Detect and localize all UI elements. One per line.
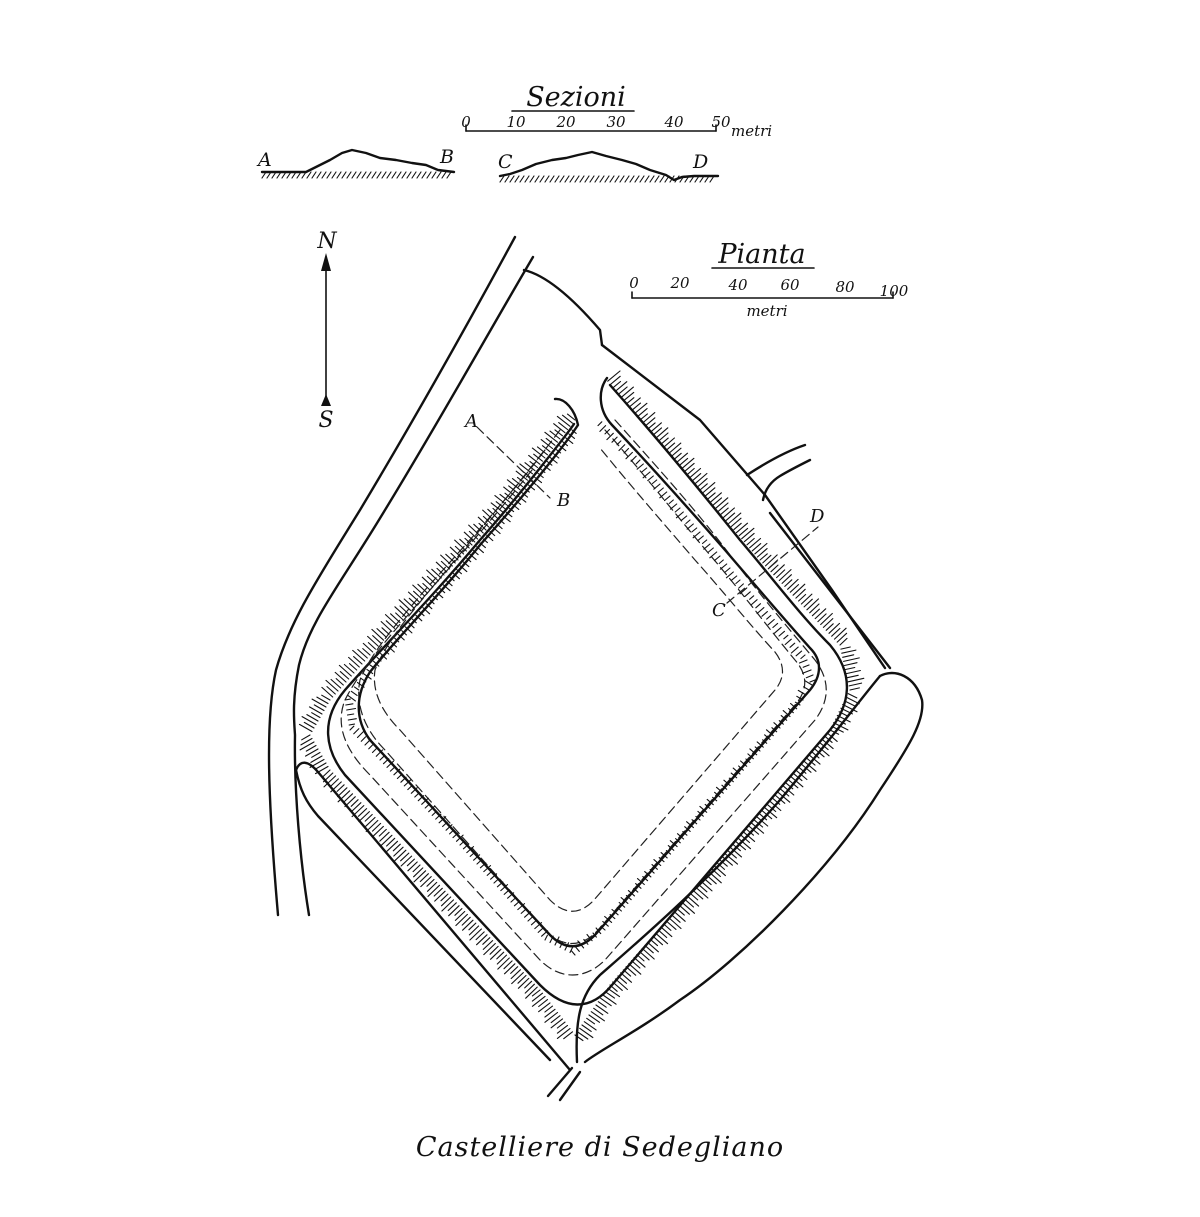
road-northeast-branch <box>745 443 812 502</box>
plan-scale-tick: 20 <box>669 274 690 292</box>
sections-scale-bar: 0 10 20 30 40 50 metri <box>461 113 772 140</box>
sections-scale-tick: 40 <box>663 113 684 131</box>
north-arrow: N S <box>316 229 337 433</box>
sections-scale-tick: 50 <box>711 113 731 131</box>
section-marker-c: C <box>712 600 726 621</box>
plan-scale-tick: 80 <box>835 278 855 296</box>
compass-north: N <box>316 229 337 254</box>
field-boundary-north <box>522 268 887 670</box>
section-marker-d: D <box>809 506 825 527</box>
compass-south: S <box>318 408 333 433</box>
section-line-a-b: A B <box>463 411 570 511</box>
profile-label-c: C <box>498 151 513 173</box>
profile-label-b: B <box>439 146 454 168</box>
sections-scale-tick: 10 <box>506 113 526 131</box>
sections-scale-tick: 20 <box>555 113 576 131</box>
section-marker-a: A <box>463 411 478 432</box>
section-marker-b: B <box>556 490 570 511</box>
sections-scale-unit: metri <box>731 122 772 140</box>
sections-title: Sezioni <box>526 82 626 113</box>
plan-scale-bar: 0 20 40 60 80 100 metri <box>629 274 909 320</box>
plan-scale-tick: 0 <box>629 274 639 292</box>
profile-label-d: D <box>692 151 708 173</box>
plan-scale-tick: 100 <box>880 282 909 300</box>
profile-c-d: C D <box>498 150 720 183</box>
sections-scale-tick: 0 <box>461 113 471 131</box>
road-west <box>267 235 535 917</box>
profile-label-a: A <box>256 149 272 171</box>
plan-title: Pianta <box>717 239 805 270</box>
profile-a-b: A B <box>256 146 456 179</box>
section-line-c-d: C D <box>712 506 825 621</box>
plan-scale-tick: 40 <box>727 276 748 294</box>
map-caption: Castelliere di Sedegliano <box>415 1132 785 1163</box>
rampart-earthwork <box>298 370 865 1042</box>
plan-scale-tick: 60 <box>780 276 800 294</box>
sections-scale-tick: 30 <box>606 113 626 131</box>
plan-scale-unit: metri <box>746 302 787 320</box>
